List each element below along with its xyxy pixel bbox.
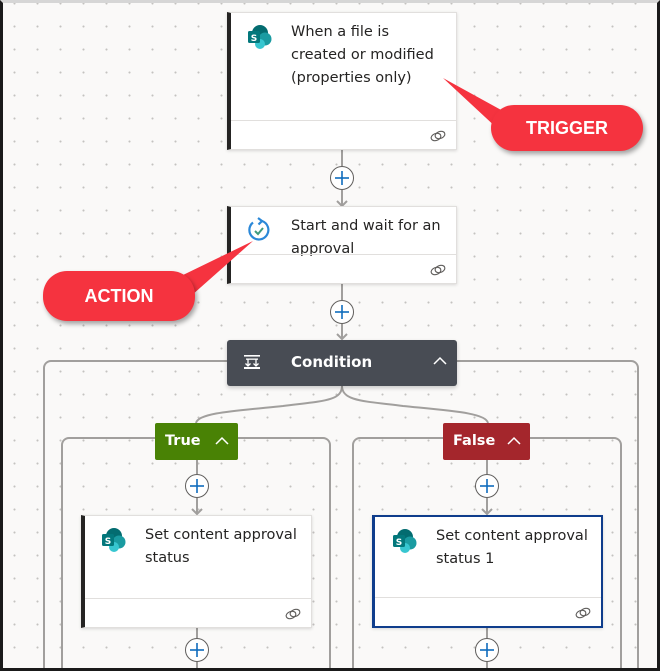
link-icon[interactable]: [430, 129, 446, 143]
sharepoint-icon: S: [245, 23, 273, 51]
insert-step-button[interactable]: [330, 300, 354, 324]
chevron-up-icon[interactable]: [507, 436, 521, 445]
trigger-card[interactable]: S When a file is created or modified (pr…: [227, 12, 457, 150]
plus-icon: [480, 479, 494, 493]
true-branch-label: True: [165, 433, 201, 449]
card-footer: [231, 254, 456, 283]
link-icon[interactable]: [575, 606, 591, 620]
false-branch-action-card[interactable]: S Set content approval status 1: [372, 515, 603, 628]
action-card[interactable]: Start and wait for an approval: [227, 206, 457, 284]
plus-icon: [190, 643, 204, 657]
trigger-callout-label: TRIGGER: [525, 117, 608, 138]
false-card-title: Set content approval status 1: [436, 528, 588, 567]
sharepoint-icon: S: [390, 527, 418, 555]
link-icon[interactable]: [285, 607, 301, 621]
link-icon[interactable]: [430, 263, 446, 277]
insert-step-button[interactable]: [185, 474, 209, 498]
insert-step-button[interactable]: [475, 474, 499, 498]
svg-text:S: S: [251, 34, 257, 44]
card-footer: [375, 597, 601, 626]
svg-text:S: S: [396, 538, 402, 548]
condition-header[interactable]: Condition: [227, 340, 457, 386]
condition-icon: [244, 355, 260, 369]
true-card-title: Set content approval status: [145, 527, 297, 566]
condition-label: Condition: [291, 353, 373, 371]
card-footer: [85, 598, 311, 627]
true-branch-action-card[interactable]: S Set content approval status: [81, 515, 312, 628]
card-footer: [231, 120, 456, 149]
trigger-callout: TRIGGER: [491, 105, 643, 151]
false-branch-header[interactable]: False: [443, 423, 530, 460]
sharepoint-icon: S: [99, 526, 127, 554]
trigger-card-title: When a file is created or modified (prop…: [291, 24, 434, 86]
insert-step-button[interactable]: [330, 166, 354, 190]
chevron-up-icon[interactable]: [215, 436, 229, 445]
insert-step-button[interactable]: [185, 638, 209, 662]
plus-icon: [480, 643, 494, 657]
svg-text:S: S: [105, 537, 111, 547]
action-card-title: Start and wait for an approval: [291, 218, 441, 257]
action-callout: ACTION: [43, 271, 195, 321]
false-branch-label: False: [453, 433, 496, 449]
plus-icon: [190, 479, 204, 493]
plus-icon: [335, 305, 349, 319]
action-callout-label: ACTION: [84, 285, 154, 306]
approval-icon: [245, 216, 273, 244]
insert-step-button[interactable]: [475, 638, 499, 662]
plus-icon: [335, 171, 349, 185]
chevron-up-icon[interactable]: [433, 356, 447, 365]
true-branch-header[interactable]: True: [155, 423, 238, 460]
